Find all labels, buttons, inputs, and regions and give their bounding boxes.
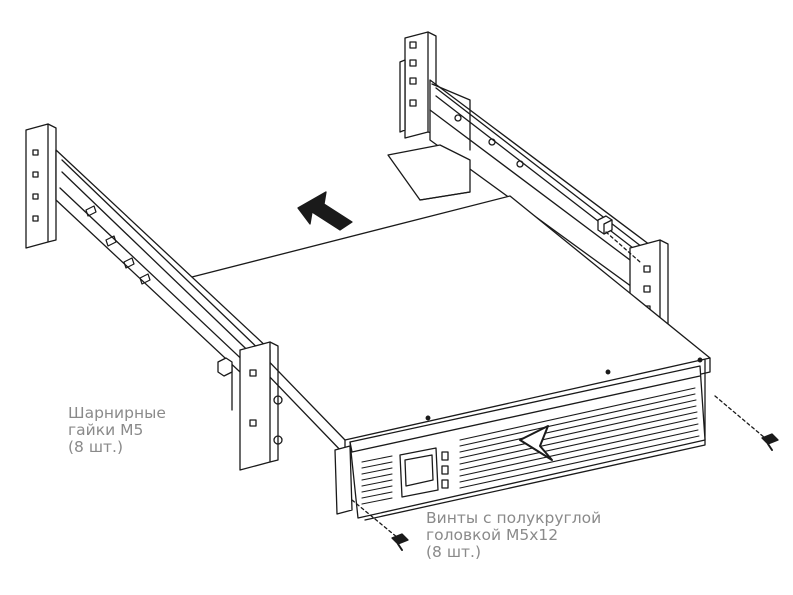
ups-front-panel (349, 365, 706, 519)
callout-screws-line-1: Винты с полукруглой (426, 509, 602, 527)
callout-screws-line-3: (8 шт.) (426, 543, 482, 561)
callout-screws: Винты с полукруглой головкой М5х12 (8 шт… (426, 510, 601, 561)
insert-direction-arrow-icon (297, 191, 353, 231)
left-rail (55, 149, 271, 401)
callout-cage-nuts-line-2: гайки М5 (68, 421, 144, 439)
callout-cage-nuts: Шарнирные гайки М5 (8 шт.) (68, 405, 166, 456)
right-cage-nut (597, 215, 641, 263)
front-screw-left (391, 533, 409, 551)
left-cage-nut (217, 357, 233, 377)
brand-logo-icon (519, 425, 553, 461)
right-rail (387, 79, 651, 301)
left-front-rack-post (239, 341, 283, 471)
left-mounting-bracket (334, 445, 399, 539)
left-rear-rack-post (25, 123, 57, 249)
right-rear-rack-post (399, 31, 437, 139)
callout-cage-nuts-line-3: (8 шт.) (68, 438, 124, 456)
callout-screws-line-2: головкой М5х12 (426, 526, 559, 544)
front-screw-right (714, 395, 779, 451)
callout-cage-nuts-line-1: Шарнирные (68, 404, 166, 422)
